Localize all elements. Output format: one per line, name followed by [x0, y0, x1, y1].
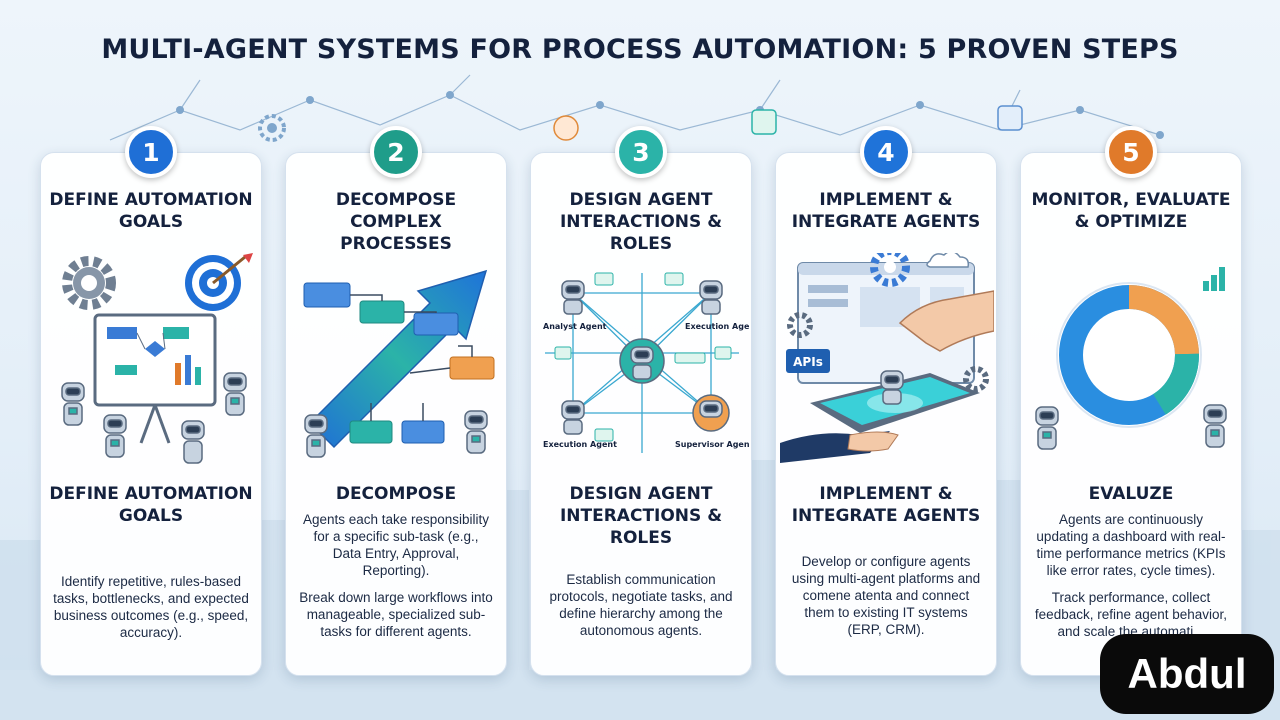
step-title: DECOMPOSE COMPLEX PROCESSES	[335, 190, 457, 254]
step-subtitle: DEFINE AUTOMATION GOALS	[49, 484, 253, 526]
agent-label-execution-bottom: Execution Agent	[543, 440, 617, 449]
donut-chart-icon	[1056, 282, 1202, 428]
step-illustration: Analyst Agent Execution Agent Execution …	[543, 272, 749, 453]
agent-label-supervisor: Supervisor Agent	[675, 440, 749, 449]
robot-icon	[699, 280, 723, 315]
gear-icon	[870, 253, 910, 287]
task-box-icon	[303, 282, 495, 444]
step-card-4: IMPLEMENT & INTEGRATE AGENTS APIs	[775, 152, 997, 676]
step-badge-4: 4	[860, 126, 912, 178]
step-card-3: DESIGN AGENT INTERACTIONS & ROLES	[530, 152, 752, 676]
step-illustration	[61, 253, 253, 464]
robot-icon	[181, 420, 205, 464]
apis-tag: APIs	[786, 349, 830, 373]
abdul-logo: Abdul	[1100, 634, 1274, 714]
robot-icon	[1035, 406, 1059, 450]
robot-icon	[561, 400, 585, 435]
page-title: MULTI-AGENT SYSTEMS FOR PROCESS AUTOMATI…	[101, 34, 1179, 65]
gear-icon	[258, 114, 286, 142]
hand-icon	[898, 290, 994, 352]
agent-label-analyst: Analyst Agent	[543, 322, 607, 331]
step-badge-5: 5	[1105, 126, 1157, 178]
step-badge-2: 2	[370, 126, 422, 178]
robot-icon	[880, 370, 904, 405]
step-description: Track performance, collect feedback, ref…	[1034, 590, 1228, 639]
gear-icon	[62, 256, 116, 310]
step-title: MONITOR, EVALUATE & OPTIMIZE	[1031, 190, 1231, 232]
step-description: Identify repetitive, rules-based tasks, …	[53, 574, 249, 640]
agent-label-execution-top: Execution Agent	[685, 322, 749, 331]
step-subtitle: DESIGN AGENT INTERACTIONS & ROLES	[559, 484, 723, 548]
cloud-icon	[926, 253, 970, 268]
step-illustration	[303, 269, 495, 458]
apis-label: APIs	[793, 355, 823, 369]
whiteboard-icon	[93, 313, 217, 444]
step-description: Develop or configure agents using multi-…	[791, 554, 981, 637]
step-description: Agents each take responsibility for a sp…	[302, 512, 490, 578]
target-icon	[185, 253, 253, 311]
robot-icon	[1203, 404, 1227, 448]
robot-icon	[61, 382, 85, 426]
network-decoration	[109, 74, 1164, 142]
step-subtitle: DECOMPOSE	[335, 484, 457, 504]
bar-chart-icon	[1203, 267, 1225, 291]
step-subtitle: EVALUZE	[1088, 484, 1174, 504]
robot-icon	[223, 372, 247, 416]
step-description: Establish communication protocols, negot…	[549, 572, 733, 638]
step-title: DESIGN AGENT INTERACTIONS & ROLES	[559, 190, 723, 254]
step-illustration: APIs	[780, 253, 994, 463]
step-title: DEFINE AUTOMATION GOALS	[49, 190, 253, 232]
gear-icon	[963, 366, 989, 392]
step-description: Agents are continuously updating a dashb…	[1036, 512, 1226, 578]
robot-icon	[103, 414, 127, 458]
step-card-2: DECOMPOSE COMPLEX PROCESSES DE	[285, 152, 507, 676]
step-badge-1: 1	[125, 126, 177, 178]
step-title: IMPLEMENT & INTEGRATE AGENTS	[791, 190, 981, 232]
step-card-5: MONITOR, EVALUATE & OPTIMIZE EVALUZE Age…	[1020, 152, 1242, 676]
gear-icon	[787, 312, 813, 338]
step-badge-3: 3	[615, 126, 667, 178]
step-illustration	[1035, 267, 1227, 450]
robot-icon	[692, 394, 730, 432]
step-description: Break down large workflows into manageab…	[299, 590, 493, 639]
robot-icon	[464, 410, 488, 454]
robot-icon	[561, 280, 585, 315]
step-subtitle: IMPLEMENT & INTEGRATE AGENTS	[791, 484, 981, 526]
robot-icon	[304, 414, 328, 458]
robot-icon	[619, 338, 665, 384]
step-card-1: DEFINE AUTOMATION GOALS	[40, 152, 262, 676]
